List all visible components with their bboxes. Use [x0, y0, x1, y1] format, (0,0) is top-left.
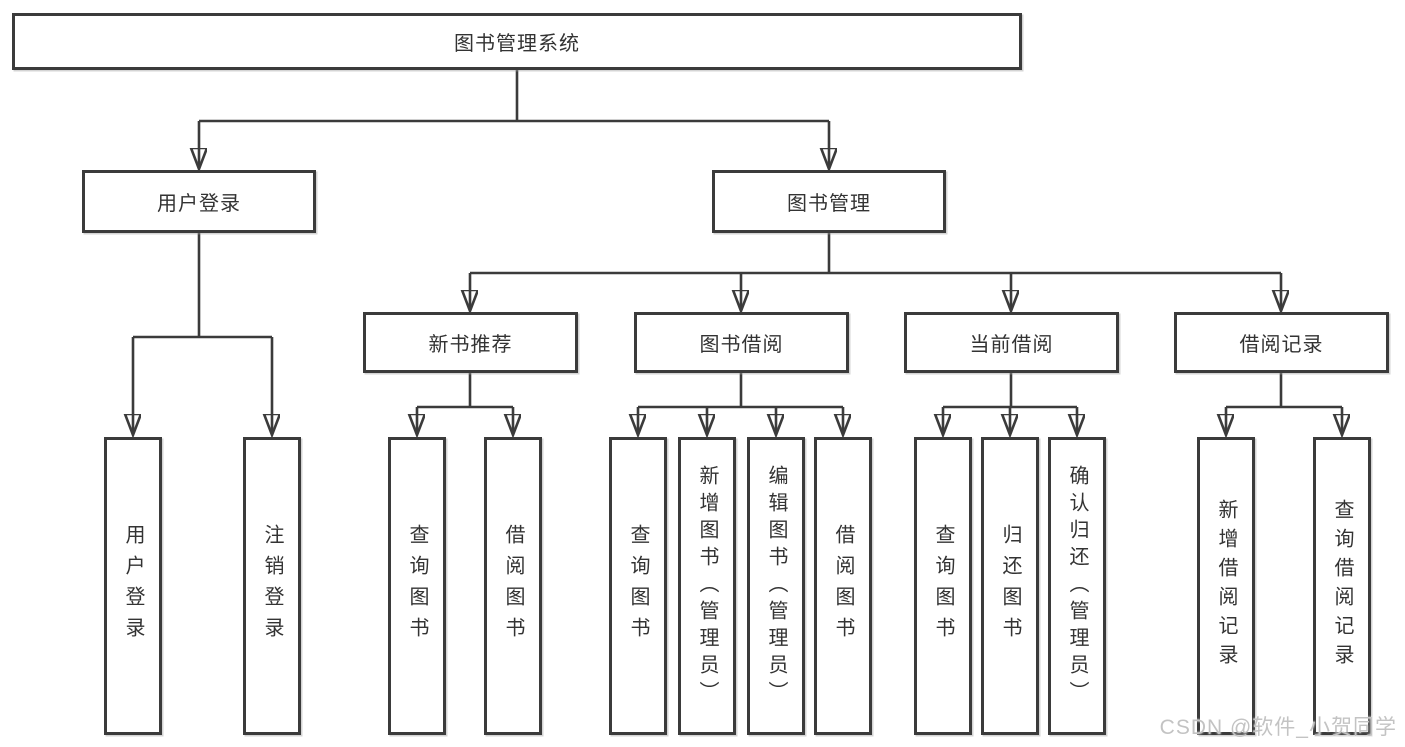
- node-current-borrowing: 当前借阅: [904, 312, 1119, 373]
- connector-arrows-records-leaves: [1226, 407, 1342, 435]
- leaf-borrowing-add-books-admin-label: 新增图书（管理员）: [696, 464, 718, 708]
- node-book-borrowing-label: 图书借阅: [699, 334, 784, 356]
- leaf-current-query-books-label: 查询图书: [932, 524, 954, 648]
- leaf-borrowing-borrow-books: 借阅图书: [814, 437, 872, 735]
- leaf-records-add-record: 新增借阅记录: [1197, 437, 1255, 735]
- leaf-current-return-books: 归还图书: [981, 437, 1039, 735]
- leaf-user-login: 用户登录: [104, 437, 162, 735]
- leaf-current-query-books: 查询图书: [914, 437, 972, 735]
- connector-arrows-level3: [470, 273, 1281, 311]
- node-borrowing-records: 借阅记录: [1174, 312, 1389, 373]
- node-user-login-label: 用户登录: [157, 193, 241, 215]
- leaf-borrowing-edit-books-admin-label: 编辑图书（管理员）: [765, 464, 787, 708]
- connector-arrows-borrowing-leaves: [638, 407, 843, 435]
- leaf-current-confirm-return-admin-label: 确认归还（管理员）: [1066, 464, 1088, 708]
- watermark: CSDN @软件_小贺同学: [1159, 716, 1397, 739]
- leaf-recommend-query-books-label: 查询图书: [406, 524, 428, 648]
- leaf-recommend-borrow-books: 借阅图书: [484, 437, 542, 735]
- connector-arrows-current-leaves: [943, 407, 1077, 435]
- leaf-borrowing-add-books-admin: 新增图书（管理员）: [678, 437, 736, 735]
- leaf-borrowing-query-books-label: 查询图书: [627, 524, 649, 648]
- connector-arrows-recommend-leaves: [417, 407, 513, 435]
- node-new-book-recommend: 新书推荐: [363, 312, 578, 373]
- leaf-recommend-borrow-books-label: 借阅图书: [502, 524, 524, 648]
- leaf-borrowing-query-books: 查询图书: [609, 437, 667, 735]
- leaf-borrowing-edit-books-admin: 编辑图书（管理员）: [747, 437, 805, 735]
- node-new-book-recommend-label: 新书推荐: [428, 334, 513, 356]
- leaf-current-confirm-return-admin: 确认归还（管理员）: [1048, 437, 1106, 735]
- node-borrowing-records-label: 借阅记录: [1239, 334, 1324, 356]
- connector-arrows-login-leaves: [133, 337, 272, 435]
- leaf-borrowing-borrow-books-label: 借阅图书: [832, 524, 854, 648]
- leaf-logout-login-label: 注销登录: [261, 524, 283, 648]
- leaf-recommend-query-books: 查询图书: [388, 437, 446, 735]
- node-book-borrowing: 图书借阅: [634, 312, 849, 373]
- node-root-label: 图书管理系统: [454, 33, 580, 55]
- leaf-logout-login: 注销登录: [243, 437, 301, 735]
- node-root: 图书管理系统: [12, 13, 1022, 70]
- connector-arrows-level2: [199, 121, 829, 169]
- node-user-login: 用户登录: [82, 170, 316, 233]
- node-book-management: 图书管理: [712, 170, 946, 233]
- leaf-user-login-label: 用户登录: [122, 524, 144, 648]
- connector-skeleton: [133, 70, 1342, 409]
- leaf-current-return-books-label: 归还图书: [999, 524, 1021, 648]
- node-book-management-label: 图书管理: [787, 193, 871, 215]
- leaf-records-query-record-label: 查询借阅记录: [1331, 499, 1353, 673]
- node-current-borrowing-label: 当前借阅: [969, 334, 1054, 356]
- leaf-records-query-record: 查询借阅记录: [1313, 437, 1371, 735]
- leaf-records-add-record-label: 新增借阅记录: [1215, 499, 1237, 673]
